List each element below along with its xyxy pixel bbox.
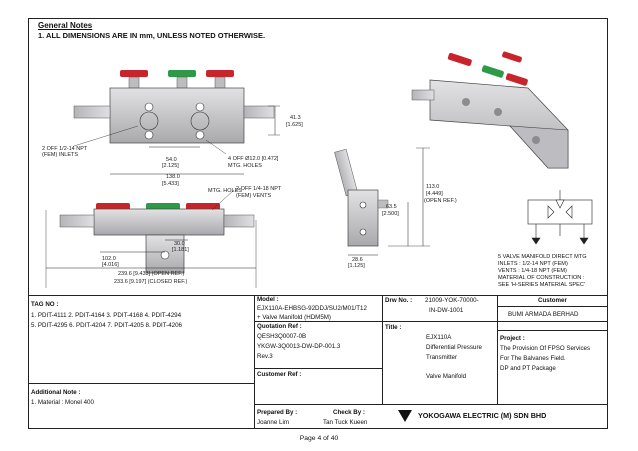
dim-54: 54.0 [166, 157, 177, 163]
dim-30: 30.0 [174, 241, 185, 247]
tag-label: TAG NO : [31, 301, 59, 308]
dim-54-in: [2.125] [162, 163, 179, 169]
quotation-line-1: QESH3Q0007-0B [257, 333, 307, 340]
check-value: Tan Tuck Kueen [323, 419, 368, 426]
dim-63-5: 63.5 [386, 204, 397, 210]
prepared-label: Prepared By : [257, 409, 298, 416]
inlet-fitting-right [243, 105, 275, 119]
spec-line-3: VENTS : 1/4-18 NPT (FEM) [498, 268, 567, 274]
red-handle-right [206, 70, 234, 77]
spec-line-2: INLETS : 1/2-14 NPT (FEM) [498, 261, 568, 267]
yokogawa-logo-icon [398, 410, 412, 422]
dim-41-3-in: [1.625] [286, 122, 303, 128]
drawing-number-line-2: IN-DW-1001 [429, 307, 464, 314]
prepared-value: Joanne Lim [257, 419, 289, 426]
company-name: YOKOGAWA ELECTRIC (M) SDN BHD [418, 411, 547, 420]
dim-113: 113.0 [426, 184, 439, 190]
project-label: Project : [500, 335, 525, 342]
tag-line-1: 1. PDIT-4111 2. PDIT-4164 3. PDIT-4168 4… [31, 312, 182, 319]
quotation-line-3: Rev.3 [257, 353, 273, 360]
dim-113-in: [4.449] [426, 191, 443, 197]
drawing-frame [28, 18, 608, 429]
tag-line-2: 5. PDIT-4295 6. PDIT-4204 7. PDIT-4205 8… [31, 322, 182, 329]
check-label: Check By : [333, 409, 365, 416]
mtg-holes-label: MTG. HOLES [208, 188, 242, 194]
dim-41-3: 41.3 [290, 115, 301, 121]
quotation-label: Quotation Ref : [257, 323, 302, 330]
model-label: Model : [257, 296, 279, 303]
project-line-2: For The Balvanes Field. [500, 355, 566, 362]
customer-value: BUMI ARMADA BERHAD [508, 311, 579, 318]
dim-102: 102.0 [102, 256, 116, 262]
dim-28-6-in: [1.125] [348, 263, 365, 269]
dim-63-5-in: [2.500] [382, 211, 399, 217]
customer-label: Customer [538, 297, 567, 304]
holes-label-1: 4 OFF Ø12.0 [0.472] [228, 156, 279, 162]
dim-233: 233.6 [9.197] (CLOSED REF.) [114, 279, 188, 285]
general-note-1: 1. ALL DIMENSIONS ARE IN mm, UNLESS NOTE… [38, 31, 266, 40]
technical-drawing: 41.3 [1.625] 2 OFF 1/2-14 NPT (FEM) INLE… [42, 51, 593, 288]
dim-28-6: 28.6 [352, 257, 363, 263]
page-number: Page 4 of 40 [299, 435, 339, 442]
holes-label-2: MTG. HOLES [228, 163, 262, 169]
customer-ref-label: Customer Ref : [257, 371, 302, 378]
inlet-fitting-left [73, 105, 111, 119]
model-line-2: + Valve Manifold (HDM5M) [257, 314, 331, 321]
red-handle-left [120, 70, 148, 77]
project-line-1: The Provision Of FPSO Services [500, 345, 591, 352]
drawing-number-line-1: 21009-YOK-70000- [425, 297, 479, 304]
valve-schematic [527, 190, 593, 245]
dim-239: 239.6 [9.433] (OPEN REF.) [118, 271, 185, 277]
quotation-line-2: YKGW-3Q0013-DW-DP-001.3 [257, 343, 341, 350]
title-line-4: Valve Manifold [426, 373, 467, 380]
manifold-body-lower [93, 208, 225, 236]
bottom-front-view: 2 OFF 1/4-18 NPT (FEM) VENTS 30.0 [1.181… [45, 186, 282, 288]
isometric-view [411, 51, 569, 169]
dim-30-in: [1.181] [172, 247, 189, 253]
drawing-number-label: Drw No. : [385, 297, 413, 304]
side-body [347, 189, 379, 247]
spec-line-4: MATERIAL OF CONSTRUCTION : [498, 275, 585, 281]
additional-note-label: Additional Note : [31, 389, 81, 396]
green-handle [168, 70, 196, 77]
model-line-1: EJX110A-EHBSG-92DDJ/SU2/M01/T12 [257, 305, 367, 312]
dim-138: 138.0 [166, 174, 180, 180]
dim-138-in: [5.433] [162, 181, 179, 187]
project-line-3: DP and PT Package [500, 365, 556, 372]
side-view: 113.0 [4.449] (OPEN REF.) 63.5 [2.500] 2… [334, 147, 457, 269]
spec-line-5: SEE 'H-SERIES MATERIAL SPEC' [498, 282, 585, 288]
title-label: Title : [385, 324, 402, 331]
dim-102-in: [4.016] [102, 262, 119, 268]
manifold-body-front [109, 87, 245, 144]
top-front-view: 41.3 [1.625] 2 OFF 1/2-14 NPT (FEM) INLE… [42, 70, 303, 194]
inlets-label-1: 2 OFF 1/2-14 NPT [42, 146, 88, 152]
additional-note-value: 1. Material : Monel 400 [31, 399, 94, 406]
spec-line-1: 5 VALVE MANIFOLD DIRECT MTG [498, 254, 587, 260]
vents-label-1: 2 OFF 1/4-18 NPT [236, 186, 282, 192]
title-line-2: Differential Pressure [426, 344, 482, 351]
title-line-3: Transmitter [426, 354, 458, 361]
general-notes-title: General Notes [38, 21, 93, 30]
vents-label-2: (FEM) VENTS [236, 193, 271, 199]
dim-113-ref: (OPEN REF.) [424, 198, 457, 204]
inlets-label-2: (FEM) INLETS [42, 152, 78, 158]
title-line-1: EJX110A [426, 334, 452, 341]
